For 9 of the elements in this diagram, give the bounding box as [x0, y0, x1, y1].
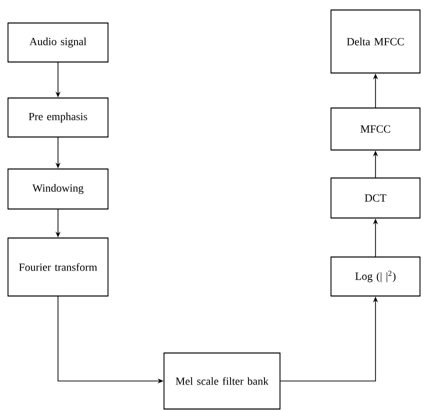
process-box: Pre emphasis: [8, 98, 108, 138]
process-box: Mel scale filter bank: [164, 352, 280, 410]
process-box: Windowing: [8, 168, 108, 210]
process-box: DCT: [330, 178, 420, 218]
process-box: Audio signal: [8, 22, 108, 62]
process-box: Delta MFCC: [330, 10, 420, 74]
process-box: Log (| |$^{2}$): [330, 256, 420, 296]
process-box: MFCC: [330, 108, 420, 150]
process-box: Fourier transform: [8, 238, 108, 296]
